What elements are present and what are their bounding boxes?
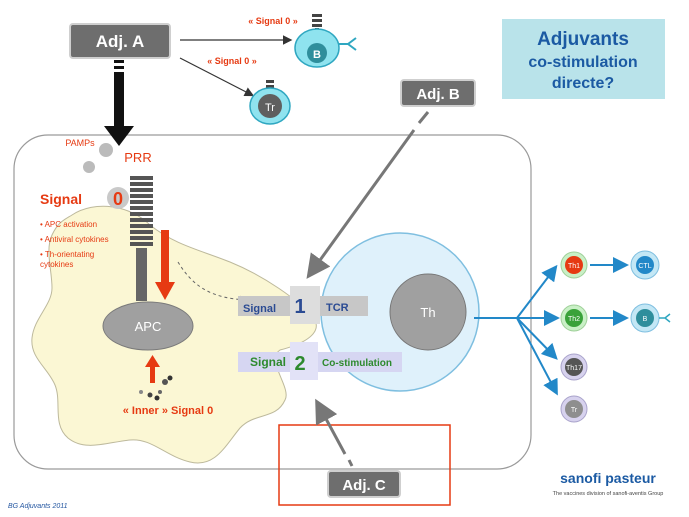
arrow-to-th17 xyxy=(516,317,558,360)
th17-cell xyxy=(560,353,588,381)
bullet-apc-activation: • APC activation xyxy=(40,220,97,229)
adj-a-arrow-head xyxy=(104,126,134,146)
bullet-antiviral: • Antiviral cytokines xyxy=(40,235,109,244)
ctl-cell xyxy=(630,250,660,280)
inner-signal-label: « Inner » Signal 0 xyxy=(123,405,213,417)
arrow-to-tr xyxy=(516,317,558,396)
signal0-word: Signal xyxy=(40,191,82,207)
adj-c-box xyxy=(327,470,401,498)
footer-label: BG Adjuvants 2011 xyxy=(8,503,68,510)
tr-top-label: Tr xyxy=(265,102,275,114)
tr-cell-top xyxy=(249,80,291,125)
adj-c-label: Adj. C xyxy=(342,477,385,494)
title-line1: Adjuvants xyxy=(537,29,629,50)
signal2-number: 2 xyxy=(294,353,305,375)
apc-label: APC xyxy=(135,319,162,334)
th-nucleus xyxy=(389,273,467,351)
b-cell-small xyxy=(630,303,671,333)
adj-c-highlight-frame xyxy=(278,424,451,506)
th-label: Th xyxy=(420,305,435,320)
brand-name: sanofi pasteur xyxy=(560,470,656,486)
inner-arrow-up xyxy=(145,355,160,367)
tr-label: Tr xyxy=(571,407,578,414)
title-line2: co-stimulation xyxy=(528,54,637,71)
title-box xyxy=(502,19,665,99)
adj-c-arrow xyxy=(315,398,347,455)
adj-a-box xyxy=(69,23,171,59)
arrow-to-th1 xyxy=(516,264,558,319)
th17-label: Th17 xyxy=(566,365,582,372)
prr-label: PRR xyxy=(124,150,151,165)
bullet-th-orientating: • Th-orientating xyxy=(40,250,94,259)
adj-c-dash xyxy=(347,459,354,467)
signal1-connector xyxy=(290,286,320,324)
signal0-badge xyxy=(107,187,129,209)
prr-receptor xyxy=(130,176,153,301)
adj-a-arrow-shaft xyxy=(114,72,124,132)
signal0-to-tr-label: « Signal 0 » xyxy=(207,56,257,66)
signal2-connector xyxy=(290,342,318,380)
adj-b-arrow xyxy=(306,129,416,279)
tr-cell xyxy=(560,395,588,423)
tcr-label: TCR xyxy=(326,302,349,314)
th1-label: Th1 xyxy=(568,263,580,270)
th2-label: Th2 xyxy=(568,316,580,323)
adj-b-label: Adj. B xyxy=(416,86,459,103)
costim-label: Co-stimulation xyxy=(322,358,392,369)
ctl-label: CTL xyxy=(638,263,651,270)
apc-nucleus xyxy=(102,301,194,351)
signal0-number: 0 xyxy=(113,189,123,209)
adj-b-box xyxy=(400,79,476,107)
adj-a-to-tr-arrow xyxy=(179,57,255,97)
red-arrow-shaft xyxy=(161,230,169,286)
signal1-number: 1 xyxy=(294,296,305,318)
adj-b-dash-1 xyxy=(417,111,430,124)
inner-particles-icon xyxy=(139,375,173,401)
th2-cell xyxy=(560,304,588,332)
bullet-cytokines: cytokines xyxy=(40,260,73,269)
signal0-to-b-label: « Signal 0 » xyxy=(248,16,298,26)
b-cell-top xyxy=(294,14,357,68)
b-small-label: B xyxy=(643,316,648,323)
title-line3: directe? xyxy=(552,75,614,92)
red-arrow-down xyxy=(155,282,175,300)
pamps-label: PAMPs xyxy=(65,138,95,148)
signal1-word: Signal xyxy=(243,303,276,315)
b-top-label: B xyxy=(313,49,321,61)
signal2-word: Signal xyxy=(250,355,286,369)
dashed-signal-curve xyxy=(177,261,248,304)
inner-arrow-shaft xyxy=(150,365,155,383)
adj-a-label: Adj. A xyxy=(96,32,144,51)
th1-cell xyxy=(560,251,588,279)
brand-tagline: The vaccines division of sanofi-aventis … xyxy=(553,491,664,497)
signal2-band xyxy=(238,352,402,372)
